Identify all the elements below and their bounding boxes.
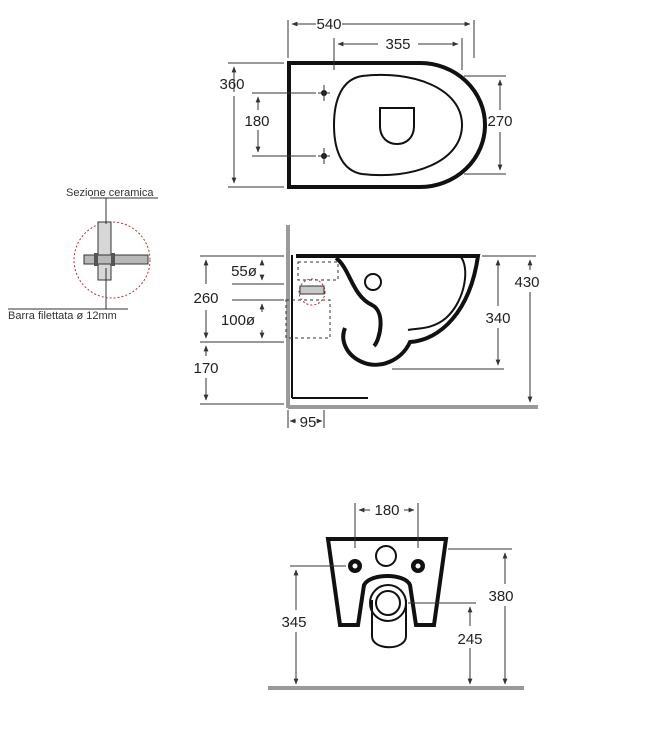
flush-pipe <box>297 261 339 281</box>
flush-inlet-side <box>364 273 382 291</box>
label-threaded-rod: Barra filettata ø 12mm <box>8 310 117 322</box>
dim-inlet-height: 260 <box>193 290 218 307</box>
ceramic-section <box>97 221 112 281</box>
bowl-opening <box>332 73 464 177</box>
rear-outlet-ring <box>369 584 407 622</box>
dim-width-total: 540 <box>316 16 341 33</box>
fixing-bolt-top <box>318 85 330 101</box>
dim-outlet-height-rear: 245 <box>457 631 482 648</box>
top-view: 540 355 360 180 270 <box>219 16 513 189</box>
flush-inlet-rear <box>375 545 397 567</box>
dim-outlet-diameter: 100ø <box>221 312 255 329</box>
dim-fixing-spacing: 180 <box>244 113 269 130</box>
dim-wall-offset: 95 <box>300 414 317 431</box>
fixing-bolt-bottom <box>318 148 330 164</box>
detail-circle <box>73 221 151 299</box>
dim-bowl-depth: 270 <box>487 113 512 130</box>
rear-view-outline <box>325 537 449 627</box>
rear-outlet-inner <box>375 590 401 616</box>
outlet-spigot <box>371 600 407 649</box>
side-view: 55ø 260 100ø 170 430 340 95 <box>193 225 540 431</box>
dim-rear-fixing-spacing: 180 <box>374 502 399 519</box>
trap-channel <box>334 256 383 348</box>
side-view-outline <box>296 254 481 367</box>
rear-view: 180 345 380 245 <box>268 502 524 690</box>
dim-bowl-length: 355 <box>385 36 410 53</box>
dim-outlet-height: 170 <box>193 360 218 377</box>
drain-pipe <box>285 299 331 339</box>
threaded-rod <box>83 254 149 265</box>
dim-inlet-diameter: 55ø <box>231 263 257 280</box>
dim-fixing-height: 345 <box>281 614 306 631</box>
fixing-hole-left <box>348 559 362 573</box>
fixing-hole-right <box>411 559 425 573</box>
outlet-hole <box>379 107 415 146</box>
dim-total-height: 430 <box>514 274 539 291</box>
section-detail: Sezione ceramica Barra filettata ø 12mm <box>8 187 158 322</box>
top-view-outline <box>287 61 487 189</box>
label-ceramic-section: Sezione ceramica <box>66 187 154 199</box>
dim-rear-height: 380 <box>488 588 513 605</box>
dim-rim-height: 340 <box>485 310 510 327</box>
dim-depth-total: 360 <box>219 76 244 93</box>
